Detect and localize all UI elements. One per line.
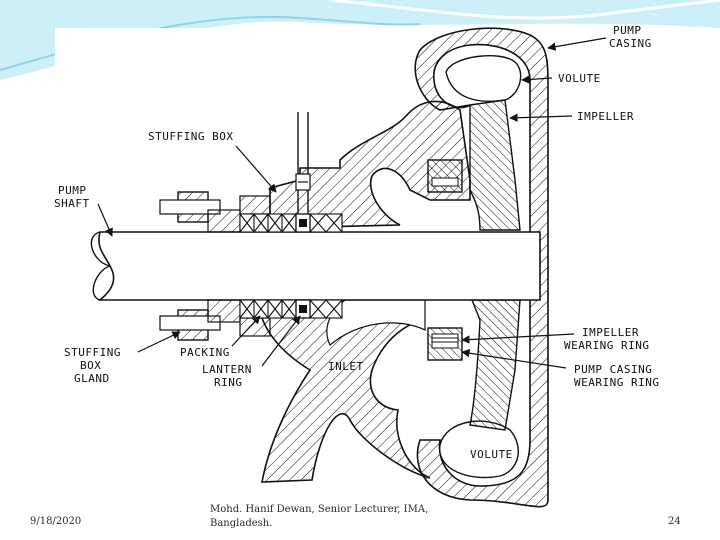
wearing-ring-gap-top bbox=[431, 177, 459, 187]
label-lantern-ring-line2: RING bbox=[214, 376, 243, 389]
gland-body-top bbox=[207, 209, 241, 233]
label-lantern-ring-line1: LANTERN bbox=[202, 363, 252, 376]
label-packing: PACKING bbox=[180, 346, 230, 359]
label-impeller-wearing-ring-line1: IMPELLER bbox=[582, 326, 639, 339]
wearing-ring-gap-bottom bbox=[431, 333, 459, 349]
packing-rings-top bbox=[239, 213, 343, 233]
label-volute-bottom: VOLUTE bbox=[470, 448, 513, 461]
leader-pump-casing-wearing-ring bbox=[461, 348, 567, 369]
stud-bottom bbox=[159, 315, 221, 331]
impeller-wearing-ring-top bbox=[427, 159, 463, 193]
leader-stuffing-box bbox=[235, 145, 277, 193]
footer-date: 9/18/2020 bbox=[30, 516, 82, 527]
leader-lantern-ring bbox=[261, 315, 301, 367]
casing-body-lower bbox=[253, 299, 431, 483]
label-pump-shaft-line2: SHAFT bbox=[54, 197, 90, 210]
label-impeller: IMPELLER bbox=[577, 110, 634, 123]
label-pump-casing-wearing-ring-line2: WEARING RING bbox=[574, 376, 659, 389]
leader-volute-top bbox=[521, 75, 553, 84]
label-stuffing-box: STUFFING BOX bbox=[148, 130, 233, 143]
leader-packing bbox=[231, 315, 261, 347]
packing-rings-bottom bbox=[239, 299, 343, 319]
shaft-break bbox=[90, 231, 111, 301]
pump-shaft bbox=[97, 231, 541, 301]
leader-impeller-wearing-ring bbox=[461, 333, 575, 344]
label-impeller-wearing-ring-line2: WEARING RING bbox=[564, 339, 649, 352]
ribbon-highlight bbox=[329, 0, 720, 20]
label-pump-casing-line1: PUMP bbox=[613, 24, 642, 37]
top-ribbon bbox=[0, 0, 720, 80]
footer-page-number: 24 bbox=[668, 516, 681, 527]
stud-top bbox=[159, 199, 221, 215]
label-inlet: INLET bbox=[328, 360, 364, 373]
stuffing-box-top bbox=[239, 195, 271, 215]
label-volute-top: VOLUTE bbox=[558, 72, 601, 85]
inlet-channel bbox=[326, 299, 426, 346]
label-pump-casing-wearing-ring-line1: PUMP CASING bbox=[574, 363, 652, 376]
impeller-lower bbox=[469, 299, 521, 431]
label-pump-casing-line2: CASING bbox=[609, 37, 652, 50]
leader-impeller bbox=[509, 113, 573, 122]
label-pump-shaft-line1: PUMP bbox=[58, 184, 87, 197]
leader-stuffing-box-gland bbox=[137, 331, 181, 353]
footer-author: Mohd. Hanif Dewan, Senior Lecturer, IMA,… bbox=[210, 504, 429, 529]
volute-inner-bottom bbox=[439, 420, 519, 479]
gland-body-bottom bbox=[207, 299, 241, 323]
label-stuffing-box-gland-line2: BOX bbox=[80, 359, 101, 372]
casing-body-upper bbox=[269, 100, 471, 229]
seal-water-pipe bbox=[297, 112, 309, 214]
label-stuffing-box-gland-line1: STUFFING bbox=[64, 346, 121, 359]
impeller-upper bbox=[469, 99, 521, 231]
label-stuffing-box-gland-line3: GLAND bbox=[74, 372, 110, 385]
leader-pump-shaft bbox=[97, 203, 113, 237]
leader-pump-casing bbox=[547, 37, 607, 51]
volute-inner-top bbox=[445, 55, 522, 103]
pump-casing-top bbox=[414, 27, 549, 508]
